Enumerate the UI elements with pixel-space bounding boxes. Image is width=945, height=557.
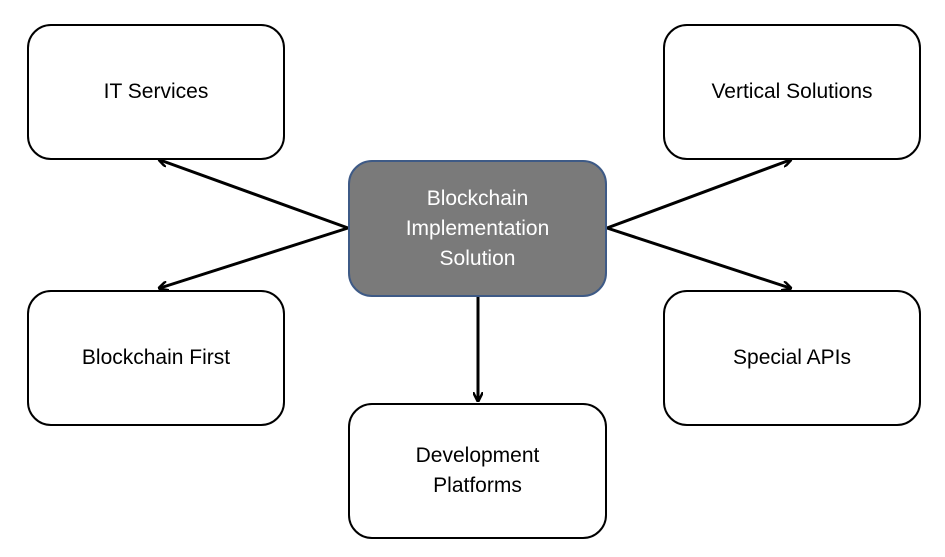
node-vertical-solutions: Vertical Solutions (663, 24, 921, 160)
center-label-line: Blockchain (426, 186, 529, 210)
node-blockchain-first: Blockchain First (27, 290, 285, 426)
arrow-to-vertical-solutions (606, 160, 790, 230)
node-label: Blockchain First (81, 346, 231, 369)
node-label: IT Services (103, 80, 209, 103)
node-blockchain-implementation-solution: Blockchain Implementation Solution (348, 160, 607, 297)
node-special-apis: Special APIs (663, 290, 921, 426)
center-label-line: Solution (439, 246, 516, 270)
node-development-platforms: Development Platforms (348, 403, 607, 539)
center-label-line: Implementation (405, 216, 550, 240)
node-label-line: Platforms (433, 474, 522, 497)
arrow-to-it-services (160, 160, 349, 230)
node-label-group: Development Platforms (416, 441, 540, 501)
center-label: Blockchain Implementation Solution (406, 184, 550, 274)
arrow-to-blockchain-first (160, 226, 349, 288)
node-label: Special APIs (733, 346, 851, 369)
arrow-to-special-apis (606, 226, 790, 288)
node-label: Vertical Solutions (711, 80, 873, 103)
node-label-line: Development (415, 444, 540, 467)
node-it-services: IT Services (27, 24, 285, 160)
